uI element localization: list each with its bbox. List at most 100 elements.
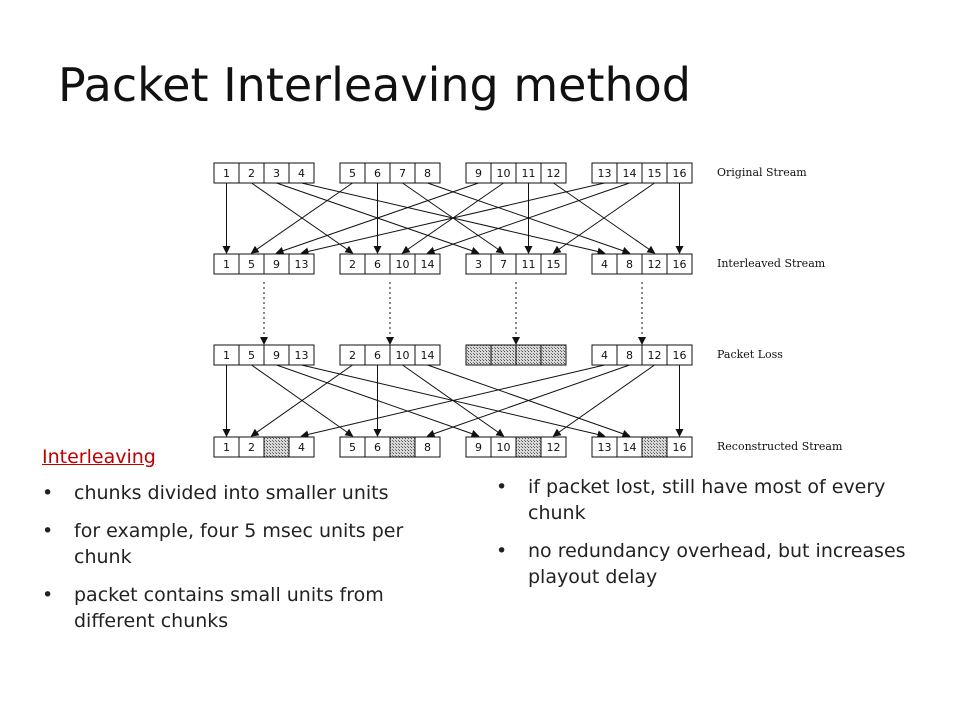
cell-number: 12 — [648, 349, 662, 362]
row-label: Interleaved Stream — [717, 257, 826, 270]
page-title: Packet Interleaving method — [58, 58, 691, 112]
cell-number: 13 — [295, 349, 309, 362]
cell-number: 11 — [522, 167, 536, 180]
cell-number: 1 — [223, 167, 230, 180]
cell-number: 11 — [522, 258, 536, 271]
cell-number: 16 — [673, 349, 687, 362]
cell-number: 4 — [298, 441, 305, 454]
cell-number: 13 — [598, 167, 612, 180]
lost-cell — [540, 344, 567, 366]
stream-cell — [414, 162, 441, 184]
cell-number: 1 — [223, 441, 230, 454]
cell-number: 12 — [547, 441, 561, 454]
stream-cell — [540, 162, 567, 184]
lost-cell — [515, 436, 542, 458]
lost-cell — [490, 344, 517, 366]
cell-number: 12 — [547, 167, 561, 180]
cell-number: 13 — [598, 441, 612, 454]
cell-number: 7 — [399, 167, 406, 180]
cell-number: 2 — [248, 167, 255, 180]
cell-number: 9 — [475, 167, 482, 180]
interleave-arrow — [250, 182, 353, 254]
cell-number: 15 — [547, 258, 561, 271]
cell-number: 3 — [475, 258, 482, 271]
cell-number: 13 — [295, 258, 309, 271]
cell-number: 2 — [248, 441, 255, 454]
deinterleave-arrow — [552, 364, 655, 437]
lost-cell — [515, 344, 542, 366]
cell-number: 14 — [421, 258, 435, 271]
stream-cell — [666, 344, 693, 366]
stream-cell — [288, 162, 315, 184]
cell-number: 4 — [601, 349, 608, 362]
stream-cell — [666, 162, 693, 184]
cell-number: 8 — [626, 349, 633, 362]
cell-number: 5 — [248, 349, 255, 362]
interleave-arrow — [300, 182, 605, 256]
bullet-item: for example, four 5 msec units per chunk — [42, 518, 462, 570]
cell-number: 4 — [298, 167, 305, 180]
stream-cell — [288, 344, 315, 366]
bullet-item: packet contains small units from differe… — [42, 582, 462, 634]
stream-cell — [414, 344, 441, 366]
stream-cell — [666, 253, 693, 275]
cell-number: 14 — [623, 167, 637, 180]
stream-cell — [414, 253, 441, 275]
right-column: if packet lost, still have most of every… — [496, 474, 916, 602]
cell-number: 6 — [374, 167, 381, 180]
cell-number: 9 — [475, 441, 482, 454]
stream-cell — [540, 253, 567, 275]
cell-number: 10 — [396, 258, 410, 271]
cell-number: 10 — [497, 441, 511, 454]
cell-number: 7 — [500, 258, 507, 271]
bullet-item: chunks divided into smaller units — [42, 480, 462, 506]
cell-number: 16 — [673, 167, 687, 180]
row-label: Reconstructed Stream — [717, 440, 843, 453]
left-bullet-list: chunks divided into smaller units for ex… — [42, 480, 462, 634]
cell-number: 8 — [424, 167, 431, 180]
stream-cell — [666, 436, 693, 458]
stream-cell — [540, 436, 567, 458]
cell-number: 14 — [623, 441, 637, 454]
lost-cell — [465, 344, 492, 366]
cell-number: 10 — [396, 349, 410, 362]
cell-number: 5 — [349, 441, 356, 454]
left-column: Interleaving chunks divided into smaller… — [42, 446, 462, 646]
row-label: Packet Loss — [717, 348, 783, 361]
bullet-item: no redundancy overhead, but increases pl… — [496, 538, 916, 590]
cell-number: 9 — [273, 258, 280, 271]
cell-number: 15 — [648, 167, 662, 180]
deinterleave-arrow — [426, 364, 630, 438]
cell-number: 3 — [273, 167, 280, 180]
cell-number: 2 — [349, 258, 356, 271]
right-bullet-list: if packet lost, still have most of every… — [496, 474, 916, 590]
cell-number: 16 — [673, 441, 687, 454]
cell-number: 12 — [648, 258, 662, 271]
interleaving-heading: Interleaving — [42, 446, 156, 468]
cell-number: 16 — [673, 258, 687, 271]
deinterleave-arrow — [250, 364, 353, 437]
cell-number: 9 — [273, 349, 280, 362]
bullet-item: if packet lost, still have most of every… — [496, 474, 916, 526]
cell-number: 14 — [421, 349, 435, 362]
cell-number: 5 — [349, 167, 356, 180]
cell-number: 10 — [497, 167, 511, 180]
row-label: Original Stream — [717, 166, 807, 179]
cell-number: 6 — [374, 349, 381, 362]
stream-cell — [414, 436, 441, 458]
deinterleave-arrow — [300, 364, 605, 439]
cell-number: 2 — [349, 349, 356, 362]
cell-number: 6 — [374, 258, 381, 271]
interleave-arrow — [552, 182, 655, 254]
cell-number: 5 — [248, 258, 255, 271]
interleave-arrow — [275, 182, 479, 255]
lost-cell — [641, 436, 668, 458]
cell-number: 6 — [374, 441, 381, 454]
cell-number: 8 — [424, 441, 431, 454]
cell-number: 1 — [223, 349, 230, 362]
stream-cell — [288, 436, 315, 458]
cell-number: 1 — [223, 258, 230, 271]
cell-number: 4 — [601, 258, 608, 271]
interleave-arrow — [426, 182, 630, 255]
